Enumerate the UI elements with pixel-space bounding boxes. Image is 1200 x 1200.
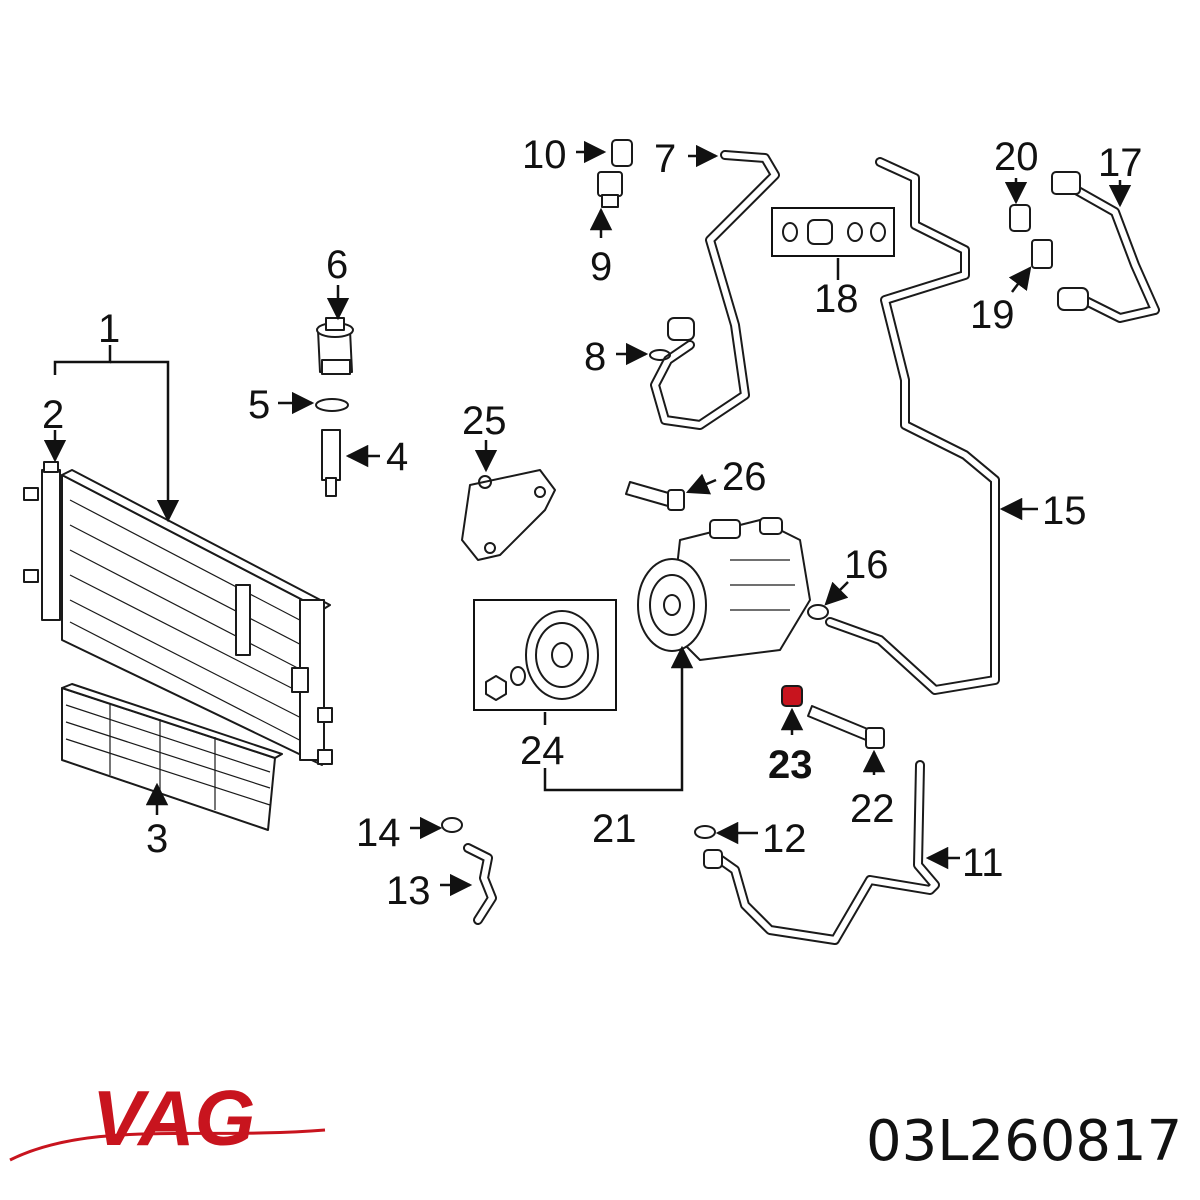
o-ring-14 — [441, 817, 463, 833]
callout-13: 13 — [386, 869, 431, 913]
callout-20: 20 — [994, 135, 1039, 179]
valve-core — [321, 429, 341, 497]
fitting-9 — [597, 171, 623, 208]
bracket-25 — [461, 469, 556, 561]
seal-kit-18 — [771, 207, 895, 257]
callout-5: 5 — [248, 383, 270, 427]
callout-7: 7 — [654, 137, 676, 181]
callout-8: 8 — [584, 335, 606, 379]
o-ring-16 — [807, 604, 829, 620]
callout-26: 26 — [722, 455, 767, 499]
brand-swoosh — [9, 1128, 326, 1162]
air-guide-panel — [61, 683, 283, 831]
pipe-13 — [463, 843, 497, 925]
condenser — [23, 461, 333, 766]
callout-12: 12 — [762, 817, 807, 861]
callout-18: 18 — [814, 277, 859, 321]
callout-23-highlighted: 23 — [768, 743, 813, 787]
callout-labels: 1 2 3 4 5 6 7 8 9 10 11 12 13 14 15 16 1… — [42, 133, 1143, 913]
callout-6: 6 — [326, 243, 348, 287]
hose-7 — [650, 150, 780, 430]
callout-15: 15 — [1042, 489, 1087, 533]
callout-1: 1 — [98, 307, 120, 351]
part-number: 03L260817 — [866, 1109, 1182, 1174]
callout-11: 11 — [962, 841, 1004, 885]
o-ring-8 — [649, 349, 671, 361]
brand-name: VAG — [92, 1074, 255, 1162]
bolt-26 — [625, 481, 685, 511]
callout-16: 16 — [844, 543, 889, 587]
callout-21: 21 — [592, 807, 637, 851]
callout-19: 19 — [970, 293, 1015, 337]
cap-10 — [611, 139, 633, 167]
hose-17 — [1051, 171, 1160, 323]
callout-2: 2 — [42, 393, 64, 437]
pressure-switch — [316, 317, 354, 375]
callout-14: 14 — [356, 811, 401, 855]
o-ring-5 — [315, 398, 349, 412]
clutch-kit-24 — [473, 599, 617, 711]
callout-9: 9 — [590, 245, 612, 289]
callout-25: 25 — [462, 399, 507, 443]
callout-17: 17 — [1098, 141, 1143, 185]
callout-24: 24 — [520, 729, 565, 773]
callout-22: 22 — [850, 787, 895, 831]
pipe-15 — [825, 157, 1000, 695]
valve-19 — [1031, 239, 1053, 269]
leader-lines — [43, 140, 1132, 897]
o-ring-12 — [694, 825, 716, 839]
bushing-23 — [781, 685, 803, 707]
cap-20 — [1009, 204, 1031, 232]
callout-4: 4 — [386, 435, 408, 479]
compressor-21 — [637, 517, 811, 661]
callout-10: 10 — [522, 133, 567, 177]
bolt-22 — [807, 705, 885, 749]
brand-logo: VAG — [9, 1074, 326, 1162]
callout-3: 3 — [146, 817, 168, 861]
pipe-11 — [703, 760, 940, 945]
